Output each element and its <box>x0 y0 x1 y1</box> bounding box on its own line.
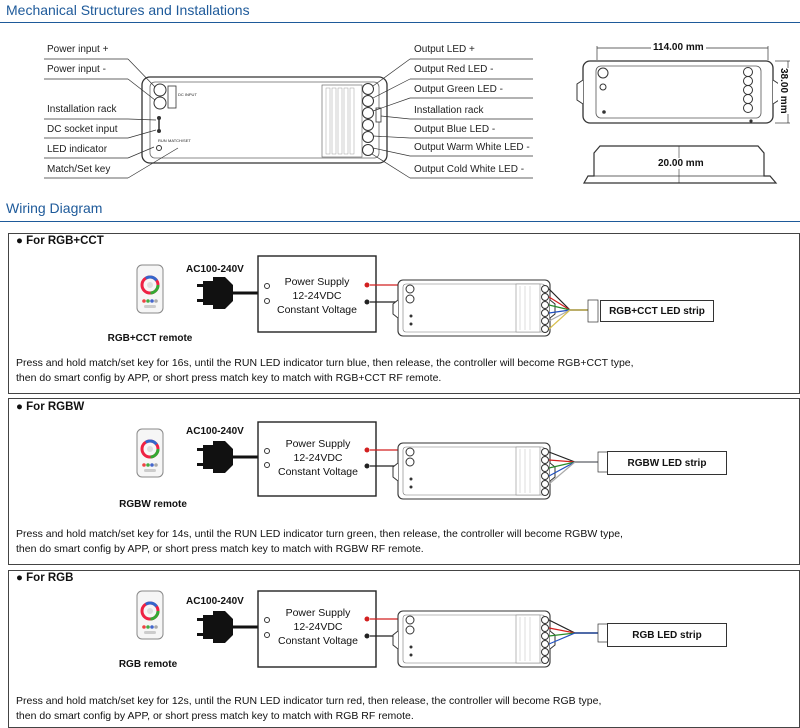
desc-rgbcct-2: then do smart config by APP, or short pr… <box>16 372 442 384</box>
remote-label-rgbw: RGBW remote <box>119 499 187 510</box>
dim-depth: 20.00 mm <box>656 158 706 169</box>
ps-line-3: Constant Voltage <box>278 635 358 647</box>
label-installation-rack-left: Installation rack <box>47 104 117 115</box>
panel-title-rgbcct: ● For RGB+CCT <box>16 235 104 247</box>
mechanical-section-title: Mechanical Structures and Installations <box>6 2 250 18</box>
label-output-green: Output Green LED - <box>414 84 503 95</box>
desc-rgbw-1: Press and hold match/set key for 14s, un… <box>16 528 623 540</box>
power-supply-text-2: Power Supply 12-24VDC Constant Voltage <box>258 437 378 479</box>
label-match-set-key: Match/Set key <box>47 164 111 175</box>
strip-rgbcct: RGB+CCT LED strip <box>600 300 714 322</box>
panel-title-rgb: ● For RGB <box>16 572 74 584</box>
dim-height: 38.00 mm <box>778 68 789 114</box>
power-supply-text-1: Power Supply 12-24VDC Constant Voltage <box>257 275 377 317</box>
tiny-match-label: MATCH/SET <box>168 138 191 143</box>
label-output-blue: Output Blue LED - <box>414 124 496 135</box>
strip-rgb: RGB LED strip <box>607 623 727 647</box>
ps-line-2: 12-24VDC <box>292 290 342 302</box>
ac-label-3: AC100-240V <box>186 596 244 607</box>
remote-label-rgb: RGB remote <box>118 659 178 670</box>
ac-label-2: AC100-240V <box>186 426 244 437</box>
wiring-section-rule <box>0 221 800 222</box>
tiny-dc-label: DC INPUT <box>178 92 197 97</box>
ps-line-3: Constant Voltage <box>277 304 357 316</box>
label-dc-socket-input: DC socket input <box>47 124 118 135</box>
dim-width: 114.00 mm <box>651 42 706 53</box>
ps-line-2: 12-24VDC <box>293 452 343 464</box>
label-installation-rack-right: Installation rack <box>414 105 484 116</box>
wiring-section-title: Wiring Diagram <box>6 200 103 216</box>
tiny-run-label: RUN <box>158 138 167 143</box>
label-output-warm-white: Output Warm White LED - <box>414 142 530 153</box>
desc-rgbcct-1: Press and hold match/set key for 16s, un… <box>16 357 634 369</box>
mechanical-section-rule <box>0 22 800 23</box>
ac-label-1: AC100-240V <box>186 264 244 275</box>
desc-rgbw-2: then do smart config by APP, or short pr… <box>16 543 424 555</box>
ps-line-2: 12-24VDC <box>293 621 343 633</box>
ps-line-1: Power Supply <box>285 607 351 619</box>
power-supply-text-3: Power Supply 12-24VDC Constant Voltage <box>258 606 378 648</box>
label-output-red: Output Red LED - <box>414 64 494 75</box>
remote-label-rgbcct: RGB+CCT remote <box>107 333 193 344</box>
panel-title-rgbw: ● For RGBW <box>16 401 85 413</box>
strip-rgbw: RGBW LED strip <box>607 451 727 475</box>
label-power-input-plus: Power input + <box>47 44 109 55</box>
label-power-input-minus: Power input - <box>47 64 106 75</box>
ps-line-1: Power Supply <box>285 438 351 450</box>
label-output-led-plus: Output LED + <box>414 44 475 55</box>
desc-rgb-1: Press and hold match/set key for 12s, un… <box>16 695 602 707</box>
label-led-indicator: LED indicator <box>47 144 108 155</box>
desc-rgb-2: then do smart config by APP, or short pr… <box>16 710 414 722</box>
ps-line-1: Power Supply <box>284 276 350 288</box>
label-output-cold-white: Output Cold White LED - <box>414 164 525 175</box>
ps-line-3: Constant Voltage <box>278 466 358 478</box>
